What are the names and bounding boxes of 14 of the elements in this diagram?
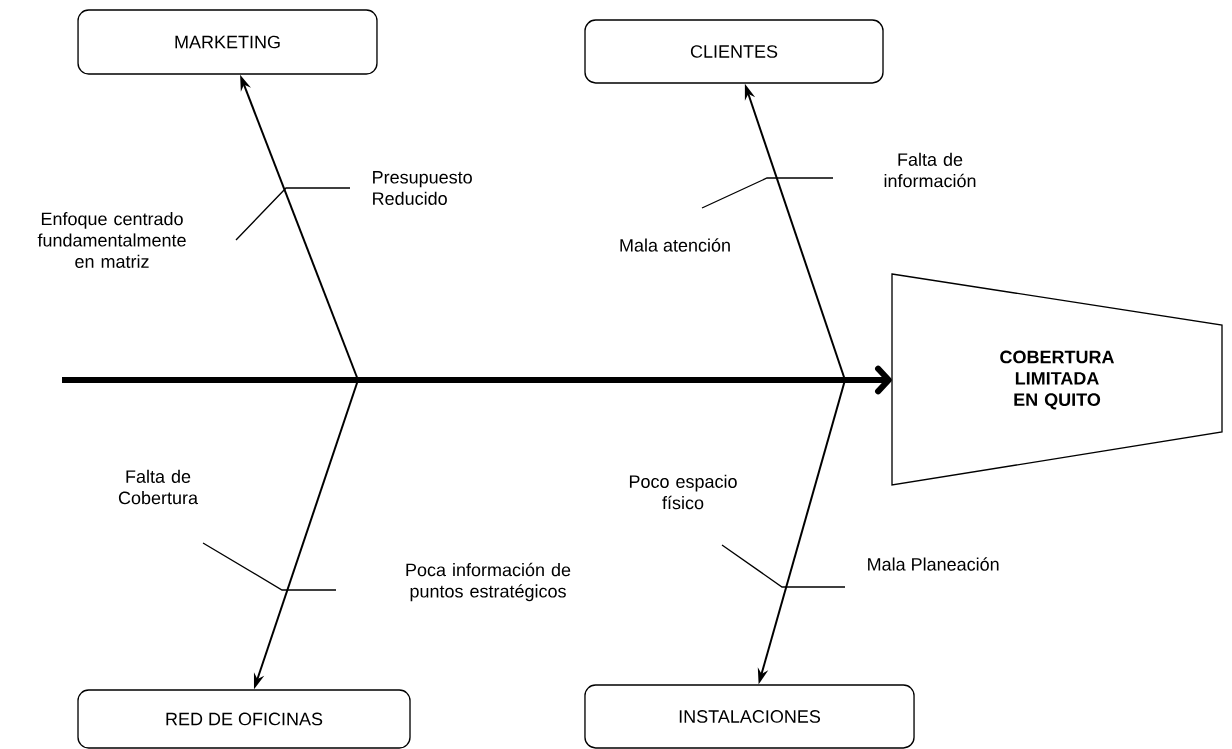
effect-trapezoid: COBERTURA LIMITADA EN QUITO bbox=[891, 273, 1223, 486]
category-box: CLIENTES bbox=[584, 19, 884, 84]
cause-label: Falta de información bbox=[884, 152, 976, 188]
category-box: RED DE OFICINAS bbox=[77, 689, 411, 749]
cause-label: Poca información de puntos estratégicos bbox=[406, 562, 571, 602]
cause-label: Mala Planeación bbox=[868, 557, 999, 571]
spine-arrow bbox=[62, 365, 892, 395]
cause-label: Presupuesto Reducido bbox=[373, 171, 472, 205]
category-box: INSTALACIONES bbox=[584, 684, 915, 749]
cause-label: Falta de Cobertura bbox=[118, 469, 198, 505]
cause-label: Enfoque centrado fundamentalmente en matriz bbox=[37, 212, 186, 268]
category-box: MARKETING bbox=[77, 9, 378, 75]
cause-label: Poco espacio físico bbox=[629, 474, 737, 510]
cause-label: Mala atención bbox=[620, 238, 730, 252]
